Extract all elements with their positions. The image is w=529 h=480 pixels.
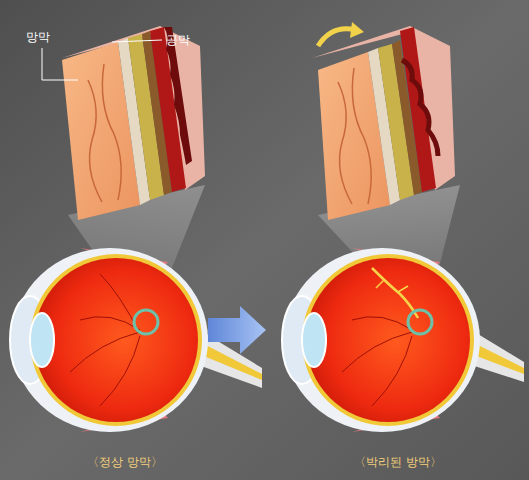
caption-label: 〈박리된 방막〉 [354, 455, 442, 469]
part-label: 망막 [26, 30, 50, 44]
caption-label: 〈정상 망막〉 [87, 455, 163, 469]
eyeball-detached [282, 248, 524, 432]
leader-line [112, 40, 162, 42]
tissue-block [62, 26, 205, 220]
tissue-block-detached [312, 22, 455, 220]
process-arrow [208, 306, 266, 354]
part-label: 공막 [166, 33, 190, 47]
leader-line [42, 48, 78, 80]
